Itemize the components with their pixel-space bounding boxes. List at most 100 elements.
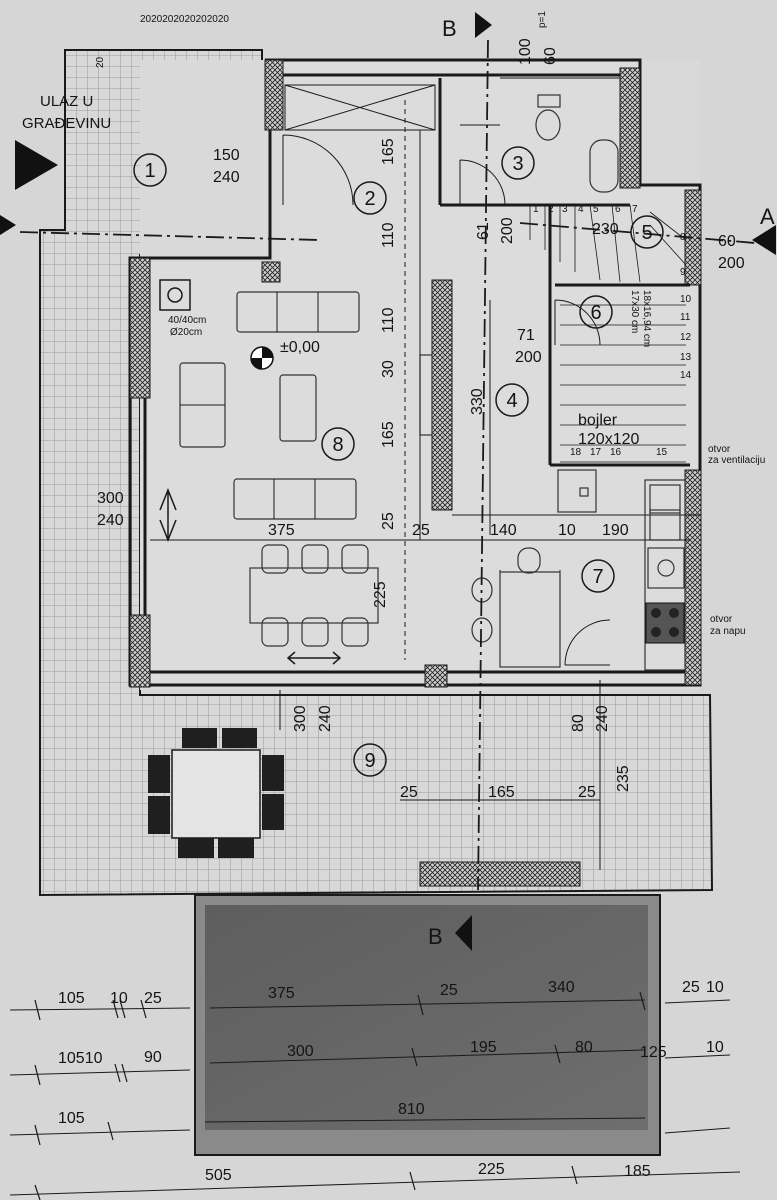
room-number: 4 bbox=[506, 390, 517, 412]
stair-step-number: 9 bbox=[680, 267, 686, 278]
kitchen-units bbox=[471, 469, 686, 671]
exhaust-label-1: otvor bbox=[710, 614, 733, 625]
room-marker-7: 7 bbox=[581, 559, 615, 593]
room-number: 3 bbox=[512, 153, 523, 175]
row1-105: 105 bbox=[58, 990, 85, 1007]
room-number: 7 bbox=[592, 566, 603, 588]
section-b-pool-label: B bbox=[428, 924, 443, 949]
dim-330: 330 bbox=[469, 388, 486, 415]
room-marker-circle bbox=[353, 743, 387, 777]
row2-125: 125 bbox=[640, 1044, 667, 1061]
stair-step-number: 3 bbox=[562, 204, 568, 215]
row4-505: 505 bbox=[205, 1167, 232, 1184]
row2-300: 300 bbox=[287, 1043, 314, 1060]
dim-165-c: 165 bbox=[488, 784, 515, 801]
stair-step-number: 4 bbox=[578, 204, 584, 215]
room-marker-circle bbox=[321, 427, 355, 461]
row3-105: 105 bbox=[58, 1110, 85, 1127]
room-marker-2: 2 bbox=[353, 181, 387, 215]
stair-step-line bbox=[649, 224, 687, 266]
outdoor-dining-set bbox=[148, 728, 284, 858]
stair-step-number: 1 bbox=[533, 204, 539, 215]
room-marker-9: 9 bbox=[353, 743, 387, 777]
boiler-label-2: 120x120 bbox=[578, 431, 639, 448]
pool bbox=[194, 894, 661, 1156]
dimension-ticks bbox=[34, 991, 646, 1200]
section-marker-b-top: B bbox=[442, 12, 492, 41]
row1-340: 340 bbox=[548, 979, 575, 996]
dim-25-a: 25 bbox=[380, 512, 397, 530]
dim-top-60: 60 bbox=[542, 47, 559, 65]
dim-10-a: 10 bbox=[558, 522, 576, 539]
row1-25: 25 bbox=[144, 990, 162, 1007]
section-marker-b-pool: B bbox=[428, 915, 472, 951]
room-marker-circle bbox=[579, 295, 613, 329]
stair-step-line bbox=[589, 204, 601, 281]
dimension-lines bbox=[9, 130, 741, 1196]
row1-10: 10 bbox=[110, 990, 128, 1007]
room-marker-4: 4 bbox=[495, 383, 529, 417]
dim-20: 20 bbox=[95, 56, 106, 68]
row1-10c: 10 bbox=[706, 979, 724, 996]
dim-240-c: 240 bbox=[317, 705, 334, 732]
stair-step-number: 18 bbox=[570, 447, 582, 458]
outer-walls bbox=[128, 58, 702, 887]
section-a-right-label: A bbox=[760, 204, 775, 229]
dim-200-a: 200 bbox=[499, 217, 516, 244]
room-marker-3: 3 bbox=[501, 146, 535, 180]
room-number: 2 bbox=[364, 188, 375, 210]
room-marker-circle bbox=[495, 383, 529, 417]
living-room-furniture bbox=[179, 291, 433, 520]
dim-25-b: 25 bbox=[412, 522, 430, 539]
dining-set bbox=[249, 544, 379, 647]
row2-10: 10 bbox=[706, 1039, 724, 1056]
stair-step-number: 7 bbox=[632, 204, 638, 215]
room-marker-6: 6 bbox=[579, 295, 613, 329]
section-marker-a-right: A bbox=[752, 204, 776, 255]
room-marker-circle bbox=[630, 215, 664, 249]
row4-225: 225 bbox=[478, 1161, 505, 1178]
stair-step-line bbox=[649, 211, 687, 241]
row3-810: 810 bbox=[398, 1101, 425, 1118]
dim-60-b: 60 bbox=[718, 233, 736, 250]
row2-10510: 10510 bbox=[58, 1050, 103, 1067]
room-number: 5 bbox=[641, 222, 652, 244]
plan-texts: 2020202020202020 p=1 ULAZ U GRAĐEVINU ±0… bbox=[22, 11, 765, 1184]
room-marker-circle bbox=[581, 559, 615, 593]
dim-300-a: 300 bbox=[97, 490, 124, 507]
entrance-label-1: ULAZ U bbox=[40, 93, 93, 110]
stair-step-number: 6 bbox=[615, 204, 621, 215]
row1-25b: 25 bbox=[440, 982, 458, 999]
stair-step-number: 14 bbox=[680, 370, 692, 381]
p-label: p=1 bbox=[537, 11, 548, 28]
dim-25-c: 25 bbox=[400, 784, 418, 801]
room-marker-circle bbox=[133, 153, 167, 187]
dim-top-100: 100 bbox=[517, 38, 534, 65]
stair-step-number: 16 bbox=[610, 447, 622, 458]
chimney-label-2: Ø20cm bbox=[170, 327, 202, 338]
top-code: 2020202020202020 bbox=[140, 14, 229, 25]
room-marker-circle bbox=[353, 181, 387, 215]
staircase: 123456789101112131415161718 bbox=[529, 204, 692, 463]
room-number: 6 bbox=[590, 302, 601, 324]
row2-90: 90 bbox=[144, 1049, 162, 1066]
dim-61: 61 bbox=[475, 222, 492, 240]
dim-375-a: 375 bbox=[268, 522, 295, 539]
dim-71: 71 bbox=[517, 327, 535, 344]
row2-195: 195 bbox=[470, 1039, 497, 1056]
dim-25-d: 25 bbox=[578, 784, 596, 801]
dim-200-c: 200 bbox=[515, 349, 542, 366]
stair-label-1: 17x30 cm bbox=[629, 290, 640, 333]
dim-30: 30 bbox=[380, 360, 397, 378]
room-number: 9 bbox=[364, 750, 375, 772]
stair-step-number: 10 bbox=[680, 294, 692, 305]
dim-300-b: 300 bbox=[292, 705, 309, 732]
dim-225-a: 225 bbox=[372, 581, 389, 608]
stair-step-number: 13 bbox=[680, 352, 692, 363]
dim-235: 235 bbox=[615, 765, 632, 792]
stair-step-number: 11 bbox=[680, 312, 691, 323]
dim-200-b: 200 bbox=[718, 255, 745, 272]
dim-240-a: 240 bbox=[213, 169, 240, 186]
room-number: 8 bbox=[332, 434, 343, 456]
